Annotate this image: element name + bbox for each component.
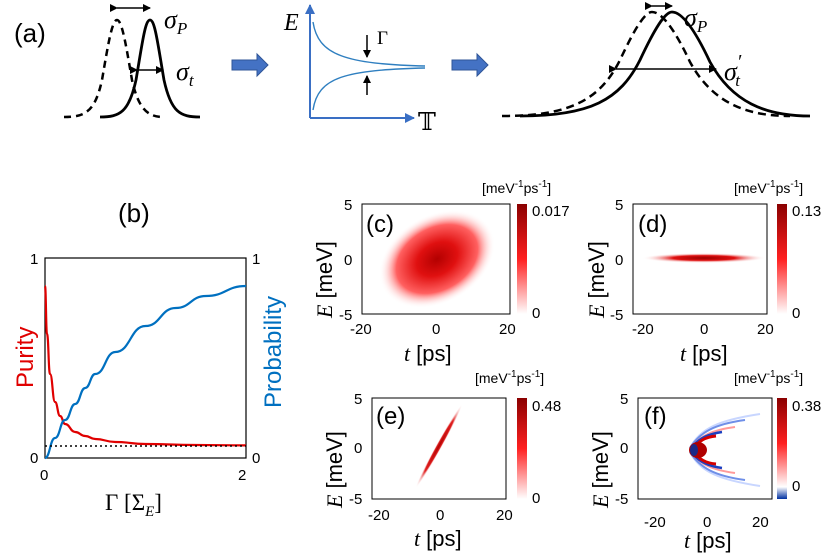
heatmap-c-ytick-0: 0 (344, 252, 352, 269)
heatmap-d-xtick-m20: -20 (632, 321, 654, 338)
heatmap-e-xtick-20: 20 (496, 507, 513, 524)
heatmap-d-ylabel: E[meV] (584, 241, 609, 319)
sigma-p-label-left: σP (164, 5, 187, 38)
y-tick-right-0: 0 (252, 450, 260, 467)
heatmap-d-xlabel: t[ps] (680, 341, 728, 366)
colorbar-c-max: 0.017 (532, 203, 570, 220)
panel-d: (d) 5 0 -5 -20 0 20 E[meV] t[ps] 0.13 0 … (584, 179, 821, 366)
heatmap-f-xtick-m20: -20 (644, 514, 666, 531)
heatmap-e-blob (415, 403, 463, 489)
heatmap-d-xtick-20: 20 (757, 321, 774, 338)
heatmap-d-xtick-0: 0 (700, 321, 708, 338)
solid-pulse-right (519, 10, 811, 118)
panel-label-a: (a) (14, 18, 46, 48)
heatmap-f-ytick-m5: -5 (615, 491, 628, 508)
panel-b: (b) 1 0 1 0 0 2 Purity Probability Γ [ΣE… (12, 198, 287, 520)
colorbar-c (517, 204, 527, 314)
y-label-purity: Purity (12, 327, 39, 388)
heatmap-e-ytick-m5: -5 (349, 491, 362, 508)
heatmap-f-xtick-20: 20 (752, 514, 769, 531)
inset-t-label: 𝕋 (418, 110, 436, 136)
y-tick-left-1: 1 (30, 251, 38, 268)
heatmap-f-pattern (689, 413, 761, 487)
colorbar-c-unit: [meV-1ps-1] (482, 179, 551, 196)
heatmap-e-ytick-0: 0 (354, 440, 362, 457)
colorbar-f-unit: [meV-1ps-1] (734, 369, 803, 386)
solid-pulse-left (99, 18, 201, 119)
heatmap-d-blob (642, 253, 766, 263)
panel-label-d: (d) (638, 211, 667, 238)
colorbar-f (777, 398, 787, 499)
heatmap-e-xlabel: t[ps] (414, 526, 462, 551)
heatmap-e-ylabel: E[meV] (322, 431, 347, 509)
x-label-gamma: Γ [ΣE] (105, 490, 162, 520)
colorbar-e (517, 398, 527, 499)
gamma-label: Γ (377, 28, 388, 49)
chart-b-frame (44, 257, 247, 459)
panel-label-f: (f) (644, 403, 667, 430)
colorbar-c-min: 0 (532, 305, 540, 322)
heatmap-e-xtick-0: 0 (436, 507, 444, 524)
colorbar-d-max: 0.13 (792, 203, 821, 220)
colorbar-e-max: 0.48 (532, 398, 561, 415)
colorbar-f-min: 0 (792, 478, 800, 495)
dashed-pulse-left (63, 18, 165, 119)
colorbar-e-unit: [meV-1ps-1] (475, 369, 544, 386)
heatmap-d-ytick-5: 5 (615, 197, 623, 214)
panel-e: (e) 5 0 -5 -20 0 20 E[meV] t[ps] 0.48 0 … (322, 369, 561, 551)
process-arrow-2 (451, 52, 489, 78)
inset-upper-curve (312, 21, 426, 67)
sigma-t-label-left: σt (176, 57, 195, 90)
x-tick-2: 2 (238, 467, 246, 484)
panel-label-e: (e) (376, 403, 405, 430)
panel-label-b: (b) (118, 198, 150, 228)
x-tick-0: 0 (40, 467, 48, 484)
dashed-pulse-right (501, 10, 791, 118)
sigma-t-prime-label: σ′t (724, 51, 742, 90)
sigma-p-label-right: σP (684, 3, 707, 36)
heatmap-c-ylabel: E[meV] (312, 241, 337, 319)
series-line-probability (44, 284, 247, 460)
heatmap-c-xtick-20: 20 (499, 321, 516, 338)
inset-e-label: E (283, 10, 299, 36)
heatmap-c-ytick-m5: -5 (339, 307, 352, 324)
y-label-probability: Probability (260, 296, 287, 408)
heatmap-c-ytick-5: 5 (344, 197, 352, 214)
panel-label-c: (c) (366, 211, 394, 238)
heatmap-f-xtick-0: 0 (703, 514, 711, 531)
y-tick-left-0: 0 (30, 450, 38, 467)
panel-f: (f) 5 0 -5 -20 0 20 E[meV] t[ps] 0.38 0 … (588, 369, 821, 553)
process-arrow-1 (231, 52, 269, 78)
colorbar-d-min: 0 (792, 305, 800, 322)
heatmap-c-xtick-m20: -20 (350, 321, 372, 338)
y-tick-right-1: 1 (252, 251, 260, 268)
colorbar-e-min: 0 (532, 490, 540, 507)
heatmap-e-ytick-5: 5 (354, 391, 362, 408)
heatmap-f-ytick-5: 5 (620, 391, 628, 408)
heatmap-f-ytick-0: 0 (620, 440, 628, 457)
series-line-purity (43, 284, 247, 447)
colorbar-d (777, 204, 787, 314)
heatmap-d-ytick-m5: -5 (610, 307, 623, 324)
heatmap-c-xlabel: t[ps] (404, 341, 452, 366)
heatmap-f-xlabel: t[ps] (684, 528, 732, 553)
colorbar-f-max: 0.38 (792, 398, 821, 415)
panel-a: (a) σP σt E 𝕋 Γ σP σ′t (14, 2, 811, 136)
heatmap-c-xtick-0: 0 (432, 321, 440, 338)
inset-lower-curve (312, 67, 426, 111)
heatmap-c-blob (378, 209, 496, 309)
heatmap-d-ytick-0: 0 (615, 252, 623, 269)
panel-c: (c) 5 0 -5 -20 0 20 E[meV] t[ps] 0.017 0… (312, 179, 570, 366)
colorbar-d-unit: [meV-1ps-1] (734, 179, 803, 196)
heatmap-f-ylabel: E[meV] (588, 431, 613, 509)
heatmap-e-xtick-m20: -20 (368, 507, 390, 524)
